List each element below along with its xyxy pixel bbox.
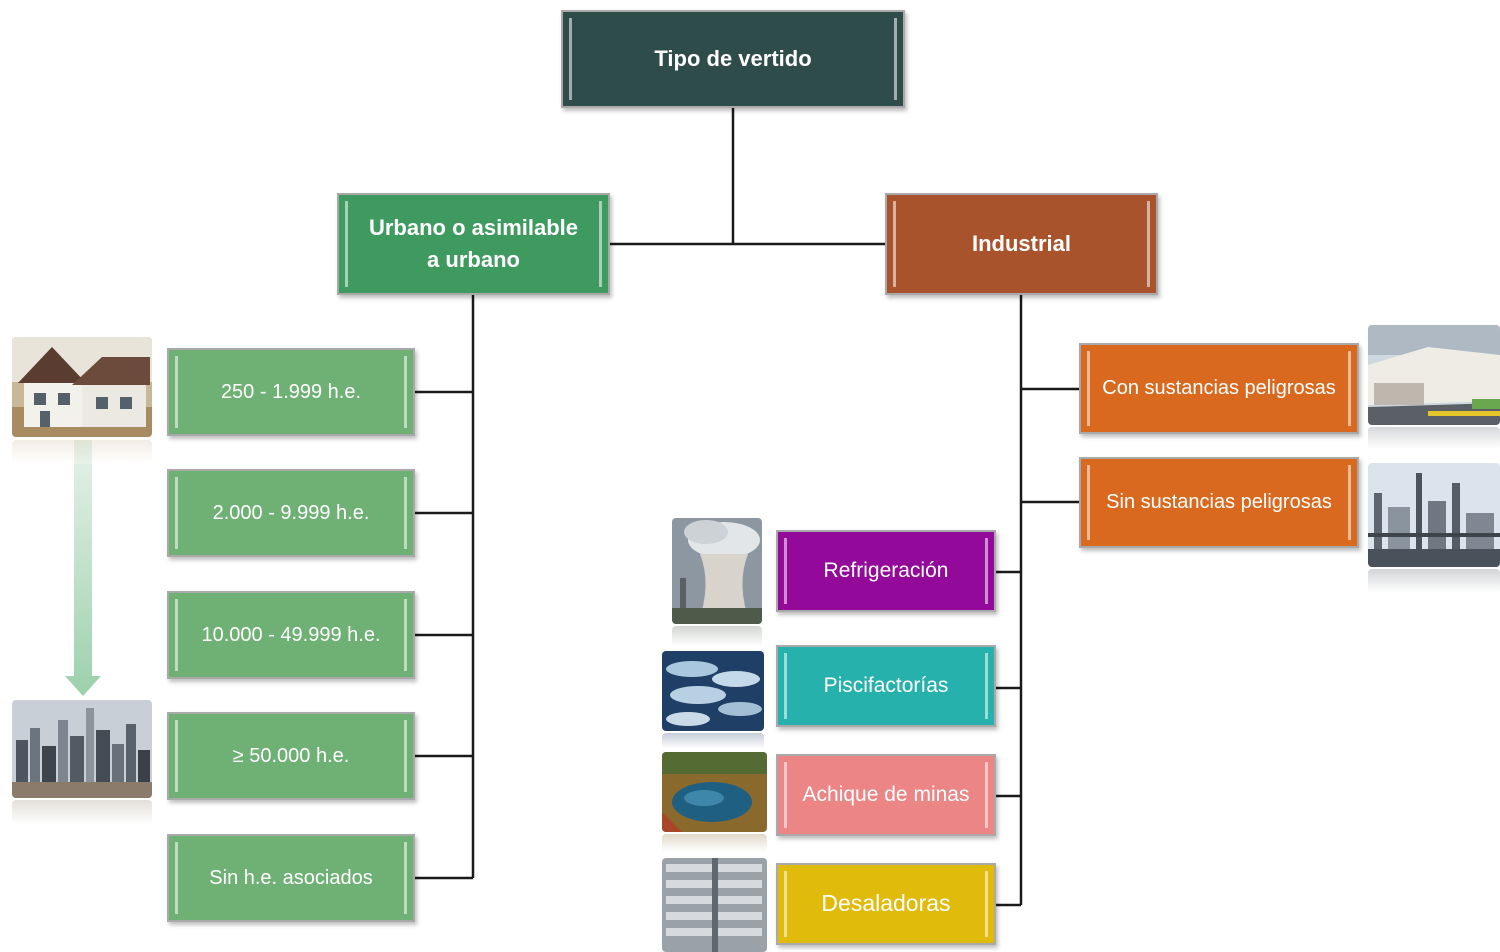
industrial-con-sustancias: Con sustancias peligrosas (1079, 343, 1359, 434)
cooling-tower-photo-reflection (672, 626, 762, 646)
warehouse-photo-icon (1368, 325, 1500, 425)
urbano-label-line2: a urbano (427, 247, 520, 272)
mine-lake-photo-reflection (662, 834, 767, 852)
refinery-photo-reflection (1368, 569, 1500, 593)
urbano-item-label: ≥ 50.000 h.e. (232, 744, 350, 767)
fish-photo-reflection (662, 733, 764, 749)
urbano-item-label: 10.000 - 49.999 h.e. (201, 623, 381, 646)
industrial-desaladoras: Desaladoras (776, 863, 996, 945)
refinery-photo-icon (1368, 463, 1500, 567)
urbano-item-2: 2.000 - 9.999 h.e. (167, 469, 415, 557)
industrial-piscifactorias: Piscifactorías (776, 645, 996, 727)
industrial-type-label: Desaladoras (821, 890, 951, 917)
industrial-label: Industrial (971, 231, 1071, 257)
industrial-type-label: Achique de minas (802, 782, 970, 806)
industrial-achique-minas: Achique de minas (776, 754, 996, 836)
industrial-sin-sustancias: Sin sustancias peligrosas (1079, 457, 1359, 548)
urbano-label: Urbano o asimilable a urbano (369, 212, 578, 276)
mine-lake-photo-icon (662, 752, 767, 832)
urbano-item-1: 250 - 1.999 h.e. (167, 348, 415, 436)
industrial-node: Industrial (885, 193, 1158, 295)
root-label: Tipo de vertido (654, 46, 812, 72)
industrial-refrigeracion: Refrigeración (776, 530, 996, 612)
industrial-substance-label: Con sustancias peligrosas (1102, 377, 1336, 399)
city-skyline-photo-reflection (12, 800, 152, 824)
urbano-node: Urbano o asimilable a urbano (337, 193, 610, 295)
fish-photo-icon (662, 651, 764, 731)
urbano-item-label: Sin h.e. asociados (209, 866, 373, 889)
industrial-substance-label: Sin sustancias peligrosas (1106, 491, 1332, 513)
urbano-label-line1: Urbano o asimilable (368, 215, 579, 241)
urbano-item-5: Sin h.e. asociados (167, 834, 415, 922)
urbano-item-label: 2.000 - 9.999 h.e. (212, 501, 370, 524)
house-photo-icon (12, 337, 152, 437)
urbano-item-4: ≥ 50.000 h.e. (167, 712, 415, 800)
desalination-membranes-photo-icon (662, 858, 767, 952)
urbano-item-label: 250 - 1.999 h.e. (220, 380, 362, 403)
growth-arrow-icon (65, 440, 101, 696)
warehouse-photo-reflection (1368, 427, 1500, 449)
root-node: Tipo de vertido (561, 10, 905, 108)
industrial-type-label: Piscifactorías (823, 673, 949, 697)
house-photo-reflection (12, 440, 152, 464)
city-skyline-photo-icon (12, 700, 152, 798)
cooling-tower-photo-icon (672, 518, 762, 624)
industrial-type-label: Refrigeración (823, 558, 949, 582)
urbano-item-3: 10.000 - 49.999 h.e. (167, 591, 415, 679)
